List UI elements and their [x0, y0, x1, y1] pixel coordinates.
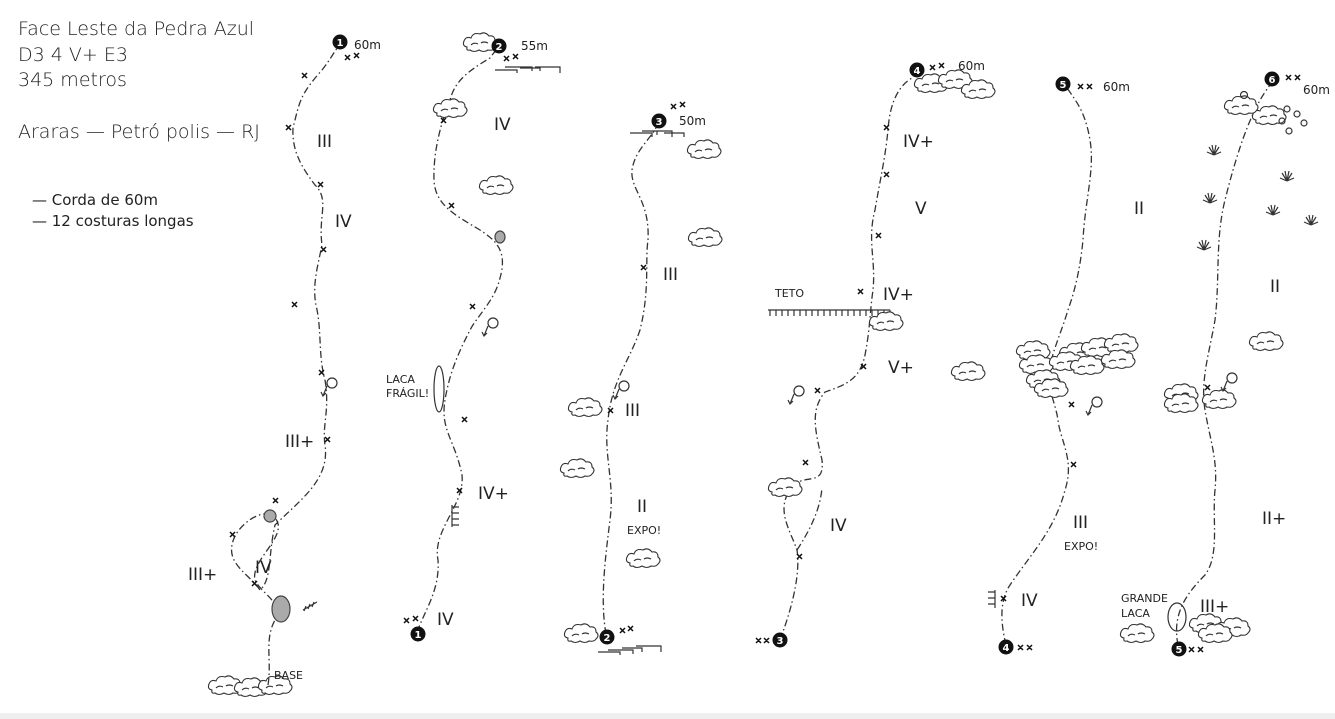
exposure-warning: EXPO! — [627, 524, 661, 537]
grade-label: III+ — [1200, 597, 1229, 617]
base-label: BASE — [274, 669, 303, 682]
grade-label: III — [663, 265, 678, 285]
belay-station-4: 4 — [998, 639, 1014, 655]
vegetation-icon — [1202, 192, 1218, 204]
bottom-edge — [0, 713, 1335, 719]
grade-label: IV+ — [903, 132, 934, 152]
flake-label: LACA — [386, 373, 415, 386]
svg-text:1: 1 — [415, 630, 422, 641]
grade-label: II — [1270, 277, 1280, 297]
grade-label: II — [1134, 199, 1144, 219]
svg-text:1: 1 — [337, 38, 344, 49]
pitch-6: GRANDE LACA III+ II+ II 5 6 60m — [1119, 71, 1330, 657]
svg-text:2: 2 — [496, 42, 503, 53]
rappel-ring-icon — [1085, 396, 1103, 417]
topo-length: 345 metros — [18, 69, 127, 91]
vegetation-icon — [1303, 214, 1319, 226]
pitch-4: TETO IV V+ IV+ V IV+ 3 4 60m — [755, 59, 996, 648]
belay-station-6: 6 — [1264, 71, 1280, 87]
belay-station-1: 1 — [332, 34, 348, 50]
pitch-3: III III II EXPO! 2 3 50m — [559, 101, 723, 655]
gear-item-quickdraws: — 12 costuras longas — [32, 212, 194, 230]
svg-text:2: 2 — [604, 633, 611, 644]
rappel-ring-icon — [1220, 372, 1238, 393]
flake-label: GRANDE — [1121, 592, 1168, 605]
hold-icon — [263, 509, 277, 523]
grade-label: III — [1073, 513, 1088, 533]
vegetation-icon — [1206, 144, 1222, 156]
bolt-icon — [403, 53, 519, 624]
grade-label: IV — [335, 212, 352, 232]
flake-label: LACA — [1121, 607, 1150, 620]
fragile-flake — [433, 365, 445, 413]
pitch-length: 60m — [958, 59, 985, 73]
vegetation-icon — [1265, 204, 1281, 216]
vegetation-icon — [1279, 170, 1295, 182]
rappel-ring-icon — [612, 380, 630, 401]
grade-label: II — [637, 497, 647, 517]
grade-label: III — [317, 132, 332, 152]
gear-item-rope: — Corda de 60m — [32, 191, 158, 209]
belay-station-2: 2 — [491, 38, 507, 54]
pitch-length: 60m — [1303, 83, 1330, 97]
grade-label: III+ — [188, 565, 217, 585]
belay-station-3: 3 — [651, 113, 667, 129]
vegetation-icon — [1196, 239, 1212, 251]
bolt-icon — [1188, 74, 1301, 653]
bolt-icon — [1000, 83, 1093, 651]
grade-label: IV — [1021, 591, 1038, 611]
grade-label: II+ — [1262, 509, 1286, 529]
svg-text:5: 5 — [1176, 645, 1183, 656]
pitch-1: BASE III+ IV III+ IV III 1 60m — [188, 34, 381, 698]
grade-label: IV — [437, 610, 454, 630]
belay-station-3: 3 — [772, 632, 788, 648]
roof-label: TETO — [774, 287, 804, 300]
belay-station-2: 2 — [599, 629, 615, 645]
topo-grade-summary: D3 4 V+ E3 — [18, 44, 128, 66]
pitch-2: LACA FRÁGIL! IV IV+ IV 1 2 55m — [386, 32, 561, 642]
svg-text:3: 3 — [656, 117, 663, 128]
pitch-length: 60m — [354, 38, 381, 52]
svg-text:4: 4 — [914, 66, 921, 77]
bolt-icon — [229, 52, 360, 587]
topo-title: Face Leste da Pedra Azul — [18, 18, 254, 40]
grade-label: III+ — [285, 432, 314, 452]
topo-location: Araras — Petró polis — RJ — [18, 121, 260, 143]
grade-label: IV — [830, 516, 847, 536]
svg-text:6: 6 — [1269, 75, 1276, 86]
svg-text:4: 4 — [1003, 643, 1010, 654]
belay-station-1: 1 — [410, 626, 426, 642]
grade-label: V — [915, 199, 927, 219]
belay-station-5: 5 — [1171, 641, 1187, 657]
belay-station-5: 5 — [1055, 76, 1071, 92]
flake-hold — [271, 595, 291, 623]
pitch-length: 50m — [679, 114, 706, 128]
pitch-5: IV III EXPO! II 4 5 60m — [988, 76, 1144, 655]
hold-icon — [494, 230, 506, 244]
pitch-length: 55m — [521, 39, 548, 53]
grade-label: IV — [494, 115, 511, 135]
belay-station-4: 4 — [909, 62, 925, 78]
grade-label: IV+ — [478, 484, 509, 504]
rappel-ring-icon — [787, 385, 805, 406]
rappel-ring-icon — [320, 377, 338, 398]
pitch-length: 60m — [1103, 80, 1130, 94]
grade-label: IV — [255, 558, 272, 578]
bolt-icon — [607, 101, 686, 634]
grade-label: IV+ — [883, 285, 914, 305]
svg-text:5: 5 — [1060, 80, 1067, 91]
grade-label: III — [625, 401, 640, 421]
flake-warning-label: FRÁGIL! — [386, 387, 429, 400]
grade-label: V+ — [888, 358, 914, 378]
large-flake — [1167, 602, 1187, 632]
bolt-icon — [755, 62, 945, 644]
svg-text:3: 3 — [777, 636, 784, 647]
rappel-ring-icon — [481, 317, 499, 338]
exposure-warning: EXPO! — [1064, 540, 1098, 553]
